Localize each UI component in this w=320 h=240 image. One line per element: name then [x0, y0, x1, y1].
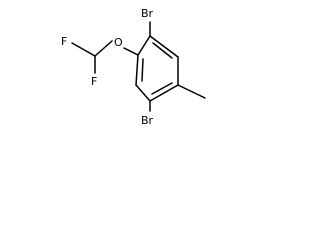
atom-label-f-upper: F	[61, 35, 67, 48]
structure-diagram: Br Br O F F	[61, 7, 206, 127]
bond-chf2-f-upper	[71, 42, 96, 57]
ring-bond-c4-c5	[149, 84, 179, 102]
ring-bond-c1-c2	[137, 35, 151, 56]
ring-double-bond-inner-3	[141, 58, 144, 82]
atom-label-br-top: Br	[141, 7, 154, 20]
atom-label-oxygen: O	[114, 36, 123, 49]
atom-label-br-bottom: Br	[141, 114, 154, 127]
ring-double-bond-inner-1	[152, 42, 173, 59]
ring-bond-c2-c3	[149, 35, 179, 58]
atom-label-f-lower: F	[91, 75, 97, 88]
ring-bond-c6-c1	[135, 54, 139, 86]
ring-bond-c5-c6	[135, 84, 151, 102]
ring-double-bond-inner-2	[151, 82, 173, 95]
bond-c4-methyl	[177, 84, 206, 99]
bond-oxygen-chf2	[94, 40, 113, 57]
bond-c1-oxygen	[123, 47, 139, 56]
